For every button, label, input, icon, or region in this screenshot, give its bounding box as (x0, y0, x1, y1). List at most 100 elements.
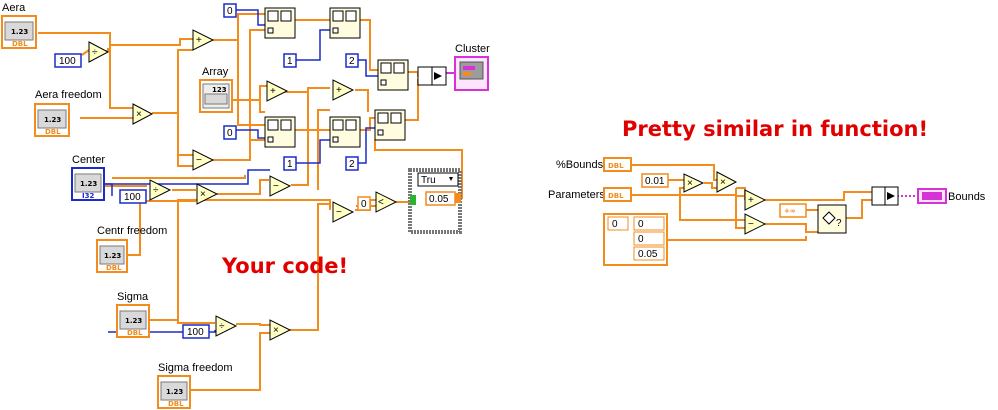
multiply-node-r1[interactable]: × (683, 173, 705, 193)
const-index-2-b[interactable]: 2 (345, 156, 359, 171)
const-0-01[interactable]: 0.01 (641, 173, 669, 188)
add-node-r[interactable]: + (744, 189, 767, 211)
array-control[interactable]: Array 123 (199, 66, 233, 113)
subtract-node-r[interactable]: − (744, 213, 767, 235)
control-sigma[interactable]: Sigma 1.23 DBL (116, 291, 150, 338)
divide-icon: ÷ (219, 321, 225, 332)
const-infinity[interactable]: +∞ (779, 203, 807, 218)
control-centr-freedom[interactable]: Centr freedom 1.23 DBL (96, 225, 167, 273)
type-tag: DBL (168, 400, 184, 408)
subtract-node-b[interactable]: − (269, 175, 292, 197)
numeric-display: 1.23 (44, 116, 61, 124)
array-constant[interactable]: 0 0 0 0.05 (603, 213, 668, 266)
replace-array-node-5[interactable] (329, 116, 361, 148)
bounds-indicator[interactable]: Bounds (917, 188, 986, 204)
subtract-node-a[interactable]: − (192, 149, 215, 171)
const-text: 1 (287, 56, 293, 67)
double-wires-left (38, 13, 463, 391)
multiply-icon: × (136, 109, 142, 120)
const-100-a[interactable]: 100 (54, 53, 82, 68)
const-100-b[interactable]: 100 (119, 189, 147, 204)
type-tag: DBL (106, 264, 122, 272)
subtract-node-c[interactable]: − (332, 201, 355, 223)
annotation-pretty-similar: Pretty similar in function! (622, 117, 928, 141)
subtract-icon: − (196, 155, 202, 166)
const-index-1-a[interactable]: 1 (283, 53, 297, 68)
control-label: Sigma (117, 291, 149, 303)
replace-array-node-2[interactable] (329, 7, 361, 39)
array-label: Array (202, 66, 229, 78)
select-node[interactable]: ? (817, 204, 847, 234)
add-node-c[interactable]: + (332, 79, 355, 101)
control-center[interactable]: Center 1.23 I32 (71, 154, 105, 201)
input-percent-bounds[interactable]: %Bounds DBL (556, 157, 632, 172)
const-index-2-a[interactable]: 2 (345, 53, 359, 68)
multiply-node-a[interactable]: × (132, 103, 154, 125)
const-text: 2 (349, 56, 355, 67)
control-label: Centr freedom (97, 225, 167, 237)
case-selector-label: Tru (421, 175, 436, 186)
add-icon: + (270, 86, 276, 97)
add-node-a[interactable]: + (192, 29, 215, 51)
cluster-wires (445, 72, 918, 197)
multiply-icon: × (687, 178, 693, 189)
input-label: Parameters (548, 189, 605, 201)
replace-array-node-1[interactable] (264, 7, 296, 39)
control-sigma-freedom[interactable]: Sigma freedom 1.23 DBL (157, 362, 233, 409)
case-dropdown-icon (449, 177, 453, 181)
subtract-icon: − (273, 181, 279, 192)
divide-node-c[interactable]: ÷ (215, 315, 238, 337)
replace-array-node-4[interactable] (264, 116, 296, 148)
divide-node-a[interactable]: ÷ (88, 41, 110, 63)
case-output-tunnel (455, 193, 461, 203)
const-index-1-b[interactable]: 1 (283, 156, 297, 171)
control-label: Aera (2, 2, 26, 14)
array-to-cluster-node[interactable] (417, 66, 447, 86)
type-tag: DBL (608, 192, 624, 200)
const-compare-0[interactable]: 0 (357, 196, 371, 211)
less-than-node[interactable]: < (375, 191, 398, 213)
const-index-0-a[interactable]: 0 (223, 3, 237, 18)
const-text: 100 (187, 327, 204, 338)
input-label: %Bounds (556, 159, 604, 171)
multiply-node-c[interactable]: × (269, 319, 292, 341)
less-than-icon: < (378, 197, 384, 208)
divide-icon: ÷ (92, 47, 98, 58)
case-selector-terminal (410, 195, 416, 205)
add-icon: + (748, 195, 754, 206)
type-tag: I32 (82, 192, 94, 200)
const-text: 0.01 (645, 176, 665, 187)
multiply-icon: × (720, 177, 726, 188)
add-node-b[interactable]: + (266, 80, 289, 102)
cluster-indicator[interactable]: Cluster (454, 43, 490, 91)
numeric-display: 1.23 (125, 317, 142, 325)
numeric-display: 1.23 (104, 252, 121, 260)
array-element: 0 (638, 219, 644, 230)
control-label: Center (72, 154, 105, 166)
case-structure[interactable]: Tru 0.05 (408, 168, 462, 234)
multiply-node-b[interactable]: × (196, 183, 219, 205)
input-parameters[interactable]: Parameters DBL (548, 187, 632, 202)
multiply-node-r2[interactable]: × (716, 171, 738, 193)
array-to-cluster-node-r[interactable] (871, 186, 899, 206)
control-aera[interactable]: Aera 1.23 DBL (1, 2, 37, 49)
divide-node-b[interactable]: ÷ (149, 179, 172, 201)
bounds-label: Bounds (948, 191, 986, 203)
type-tag: DBL (608, 162, 624, 170)
const-index-0-b[interactable]: 0 (223, 125, 237, 140)
const-100-c[interactable]: 100 (182, 324, 210, 339)
numeric-display: 1.23 (166, 388, 183, 396)
replace-array-node-6[interactable] (374, 109, 406, 141)
const-text: 100 (59, 56, 76, 67)
array-display: 123 (212, 86, 227, 94)
type-tag: DBL (127, 329, 143, 337)
case-constant: 0.05 (429, 194, 449, 205)
add-icon: + (196, 35, 202, 46)
replace-array-node-3[interactable] (377, 59, 409, 91)
control-aera-freedom[interactable]: Aera freedom 1.23 DBL (34, 89, 102, 137)
numeric-display: 1.23 (11, 28, 28, 36)
